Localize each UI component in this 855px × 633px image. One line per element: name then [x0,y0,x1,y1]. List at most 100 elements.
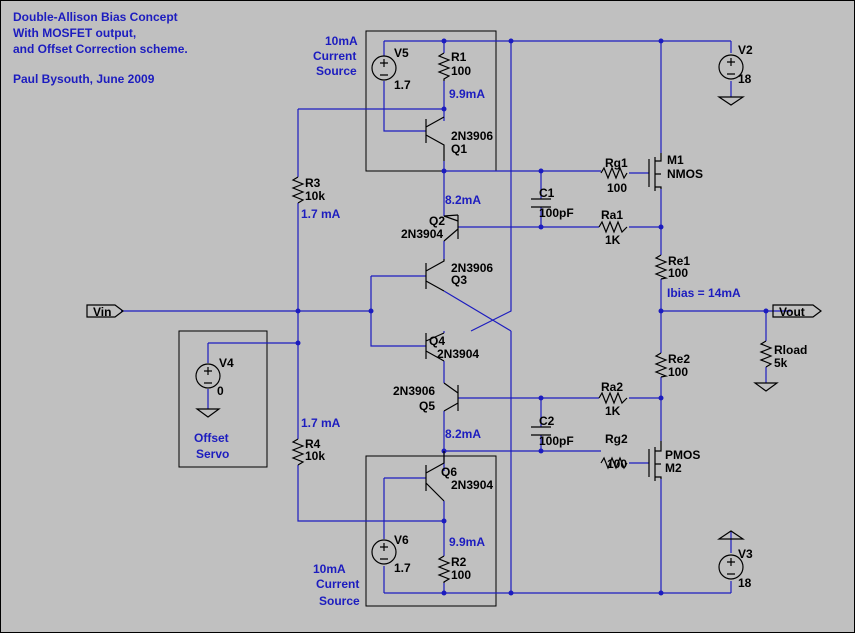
c2-name: C2 [539,414,555,428]
resistor-r1 [437,52,451,81]
cs-bottom-line-3: Source [319,594,360,608]
transistor-q2 [443,214,459,242]
q6-name: Q6 [441,465,457,479]
c2-value: 100pF [539,434,574,448]
voltage-source-v6 [371,539,397,565]
vout-port-flag[interactable] [772,304,822,318]
ra2-value: 1K [605,404,621,418]
vin-label: Vin [93,305,111,319]
v4-value: 0 [217,384,224,398]
vin-port-flag[interactable] [86,304,124,318]
voltage-source-v3 [718,554,744,580]
current-r4: 1.7 mA [301,416,341,430]
q3-name: Q3 [451,273,467,287]
q3-model: 2N3906 [451,261,493,275]
offset-servo-box [178,330,268,468]
rg1-name: Rg1 [605,156,628,170]
transistor-q1 [425,116,445,161]
r2-name: R2 [451,555,467,569]
transistor-q3 [425,259,445,292]
q5-name: Q5 [419,399,435,413]
voltage-source-v4 [195,363,221,389]
transistor-q4 [425,332,445,362]
ibias-label: Ibias = 14mA [667,286,741,300]
v5-value: 1.7 [394,78,411,92]
r3-value: 10k [305,189,325,203]
resistor-rload [759,340,773,368]
mosfet-m2 [648,441,662,481]
servo-line-2: Servo [196,447,229,461]
servo-line-1: Offset [194,431,229,445]
ground-rload [753,382,779,392]
current-r2: 9.9mA [449,535,485,549]
rg1-value: 100 [607,181,627,195]
v2-value: 18 [738,72,752,86]
ra1-value: 1K [605,233,621,247]
r1-value: 100 [451,64,471,78]
resistor-re2 [654,352,669,378]
cs-top-line-3: Source [316,64,357,78]
title-line-3: and Offset Correction scheme. [13,42,188,56]
resistor-rg2 [600,456,628,470]
resistor-r2 [437,555,451,583]
current-source-bottom-box [365,455,497,607]
v3-name: V3 [738,547,753,561]
rload-value: 5k [774,356,788,370]
rload-name: Rload [774,343,807,357]
re1-name: Re1 [668,254,690,268]
v6-value: 1.7 [394,561,411,575]
c1-name: C1 [539,186,555,200]
q6-model: 2N3904 [451,478,493,492]
r4-name: R4 [305,437,321,451]
resistor-r3 [291,176,305,204]
r1-name: R1 [451,50,467,64]
q1-model: 2N3906 [451,129,493,143]
current-q2: 8.2mA [445,193,481,207]
resistor-r4 [291,438,305,466]
current-r1: 9.9mA [449,87,485,101]
q5-model: 2N3906 [393,384,435,398]
v5-name: V5 [394,46,409,60]
resistor-ra1 [598,220,628,234]
r2-value: 100 [451,568,471,582]
current-q5: 8.2mA [445,427,481,441]
transistor-q5 [443,382,459,412]
q2-name: Q2 [429,214,445,228]
rg2-value: 100 [607,457,627,471]
vout-label: Vout [779,305,805,319]
resistor-rg1 [600,166,628,180]
supply-arrow-v3 [717,530,745,540]
ra1-name: Ra1 [601,208,623,222]
c1-value: 100pF [539,206,574,220]
junctions [295,38,769,596]
re1-value: 100 [668,266,688,280]
capacitor-c1 [531,198,551,208]
v4-name: V4 [219,356,234,370]
q1-name: Q1 [451,142,467,156]
wires [121,40,791,594]
resistor-re1 [654,254,669,280]
re2-name: Re2 [668,352,690,366]
v6-name: V6 [394,533,409,547]
transistor-q6 [425,451,445,502]
resistor-ra2 [598,391,628,405]
q4-name: Q4 [429,334,445,348]
ground-v2 [717,96,745,106]
q4-model: 2N3904 [437,347,479,361]
cs-top-line-1: 10mA [325,34,358,48]
m2-model: PMOS [665,448,700,462]
title-line-1: Double-Allison Bias Concept [13,10,178,24]
cs-bottom-line-2: Current [316,577,359,591]
q2-model: 2N3904 [401,227,443,241]
ra2-name: Ra2 [601,380,623,394]
current-source-top-box [365,30,497,172]
title-line-2: With MOSFET output, [13,26,136,40]
v2-name: V2 [738,43,753,57]
capacitor-c2 [531,426,551,436]
voltage-source-v2 [718,54,744,80]
author-line: Paul Bysouth, June 2009 [13,72,155,86]
mosfet-m1 [648,153,662,191]
re2-value: 100 [668,365,688,379]
